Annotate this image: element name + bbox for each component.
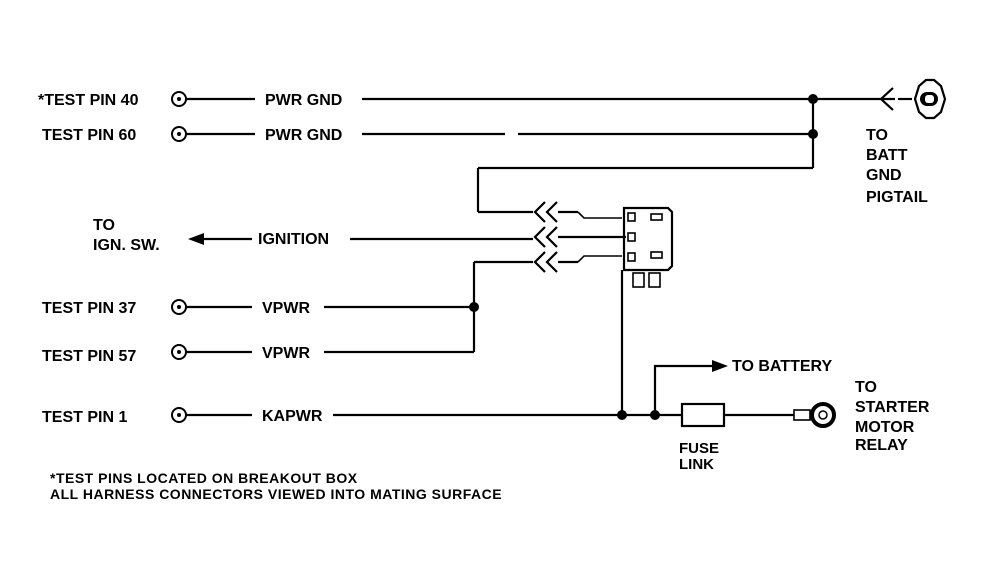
relay-label: RELAY [855, 437, 908, 454]
splice-dot [617, 410, 627, 420]
test-pin-57-label: TEST PIN 57 [42, 348, 136, 365]
ign-sw-label: IGN. SW. [93, 237, 160, 254]
vpwr-wire-label-1: VPWR [262, 300, 310, 317]
splice-dot [650, 410, 660, 420]
kapwr-wire-label: KAPWR [262, 408, 323, 425]
harness-connector-c1 [533, 201, 674, 288]
starter-to: TO [855, 379, 877, 396]
batt-gnd-gnd: GND [866, 167, 902, 184]
fuse-link [680, 402, 726, 428]
motor-label: MOTOR [855, 419, 915, 436]
batt-gnd-pigtail-connector [879, 78, 947, 120]
ignition-wire-label: IGNITION [258, 231, 329, 248]
starter-label: STARTER [855, 399, 930, 416]
pwr-gnd-wire-label-2: PWR GND [265, 127, 342, 144]
test-pin-1-terminal [171, 407, 187, 423]
test-pin-60-label: TEST PIN 60 [42, 127, 136, 144]
batt-gnd-pigtail: PIGTAIL [866, 189, 928, 206]
batt-gnd-to: TO [866, 127, 888, 144]
arrow-to-ign-sw [188, 233, 204, 245]
test-pin-40-label: *TEST PIN 40 [38, 92, 139, 109]
test-pin-1-label: TEST PIN 1 [42, 409, 127, 426]
arrow-to-battery [712, 360, 728, 372]
test-pin-57-terminal [171, 344, 187, 360]
vpwr-wire-label-2: VPWR [262, 345, 310, 362]
test-pin-37-label: TEST PIN 37 [42, 300, 136, 317]
pwr-gnd-wire-label-1: PWR GND [265, 92, 342, 109]
fuse-label: FUSE [679, 440, 719, 457]
to-battery-label: TO BATTERY [732, 358, 832, 375]
test-pin-60-terminal [171, 126, 187, 142]
ring-terminal [793, 402, 836, 428]
note-harness-connectors: ALL HARNESS CONNECTORS VIEWED INTO MATIN… [50, 486, 502, 502]
test-pin-37-terminal [171, 299, 187, 315]
note-test-pins: *TEST PINS LOCATED ON BREAKOUT BOX [50, 470, 358, 486]
link-label: LINK [679, 456, 714, 473]
ign-sw-to: TO [93, 217, 115, 234]
to-battery-wire [653, 364, 712, 415]
batt-gnd-batt: BATT [866, 147, 908, 164]
test-pin-40-terminal [171, 91, 187, 107]
